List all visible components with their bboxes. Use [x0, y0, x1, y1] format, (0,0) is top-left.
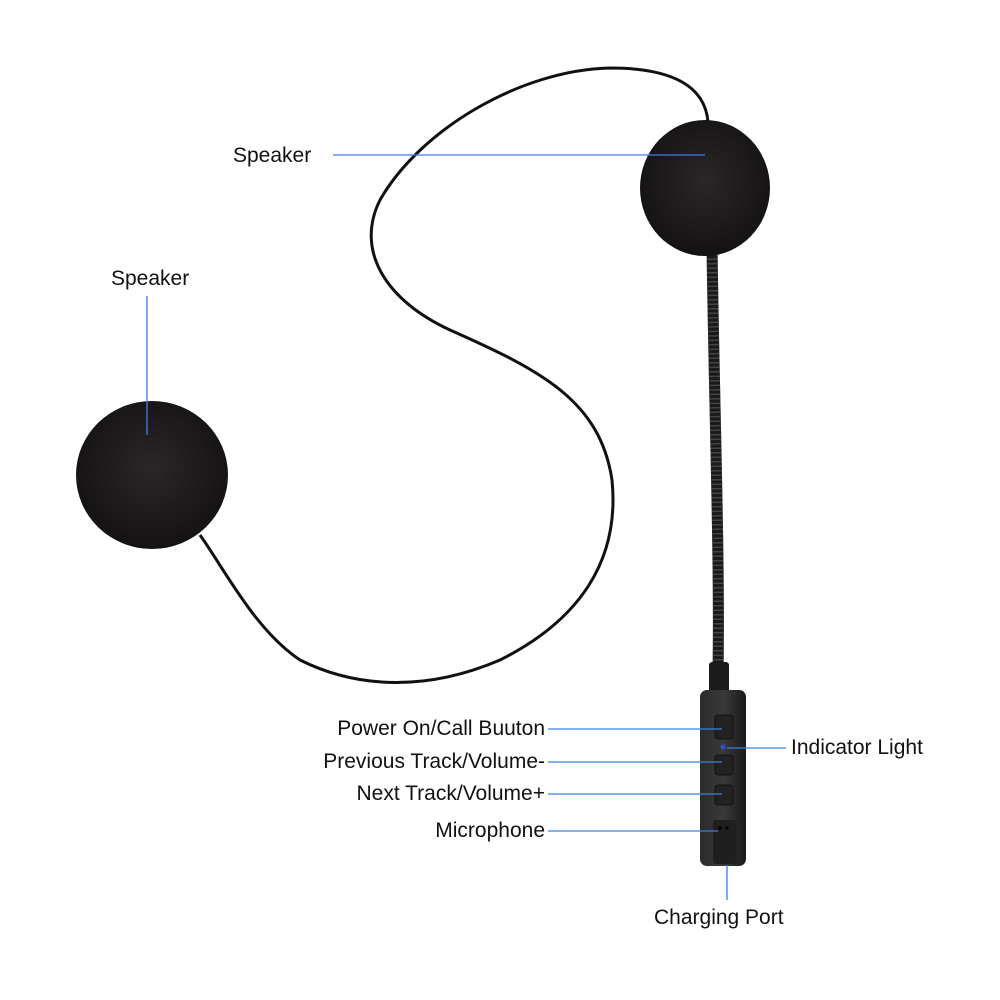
next-button [714, 784, 734, 806]
previous-track-label: Previous Track/Volume- [323, 750, 545, 773]
previous-button [714, 754, 734, 776]
left-speaker [76, 401, 228, 549]
indicator-light-label: Indicator Light [791, 736, 923, 759]
power-button [714, 714, 734, 740]
speaker-left-label: Speaker [111, 267, 190, 290]
microphone-hole [718, 826, 722, 830]
microphone-label: Microphone [435, 819, 545, 842]
indicator-light [720, 744, 726, 750]
power-button-label: Power On/Call Buuton [337, 717, 545, 740]
next-track-label: Next Track/Volume+ [356, 782, 546, 805]
speaker-right-label: Speaker [233, 144, 312, 167]
leader-lines [146, 154, 786, 900]
charging-port-label: Charging Port [654, 906, 784, 929]
right-speaker [640, 120, 770, 256]
speaker-cable [198, 66, 710, 684]
